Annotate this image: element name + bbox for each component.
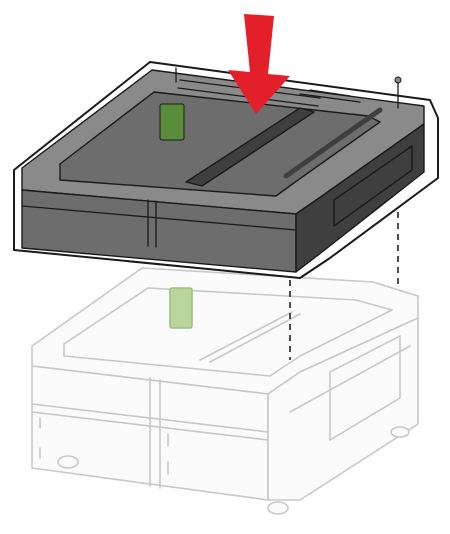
- caster-front-left: [57, 455, 79, 469]
- tray-pin-right-head: [394, 76, 402, 84]
- cabinet-right-face: [267, 317, 419, 501]
- down-arrow-icon: [228, 14, 290, 114]
- cabinet-green-bracket: [169, 287, 193, 329]
- cabinet-right-rail: [289, 345, 411, 413]
- tray-center-rail: [185, 107, 315, 187]
- tray-front-ridge: [21, 205, 297, 231]
- cabinet-inner-divider-2: [209, 313, 301, 363]
- tray-unit: [13, 61, 439, 279]
- tray-roller-shaft: [283, 107, 383, 179]
- tray-handle-groove-left: [147, 199, 157, 248]
- cabinet-inner-divider: [199, 311, 293, 361]
- cabinet-casters: [57, 426, 410, 515]
- caster-front-mid: [267, 501, 289, 515]
- tray-alignment-pins: [175, 67, 402, 109]
- arrow-shaft-and-head: [228, 14, 290, 114]
- cabinet-base: [31, 267, 419, 515]
- tray-right-panel: [333, 145, 413, 227]
- cabinet-right-panel: [329, 335, 401, 441]
- tray-green-bracket: [159, 103, 185, 141]
- caster-rear-right: [390, 426, 410, 438]
